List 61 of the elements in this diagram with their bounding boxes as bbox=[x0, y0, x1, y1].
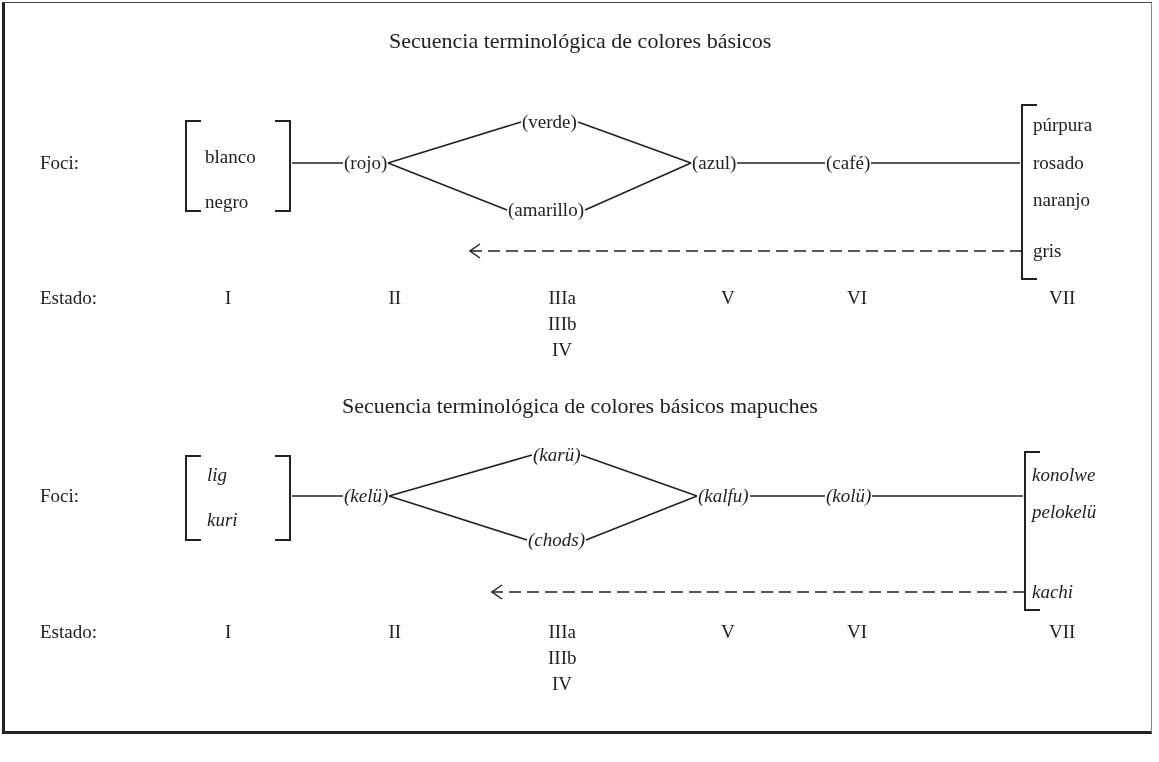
color-term: pelokelü bbox=[1032, 501, 1097, 523]
color-term: (kolü) bbox=[826, 485, 872, 507]
stage-numeral: VI bbox=[847, 287, 868, 309]
connector-line bbox=[585, 495, 698, 541]
color-term: (café) bbox=[826, 152, 871, 174]
connector-line bbox=[577, 121, 692, 164]
stage-numeral: I bbox=[225, 287, 232, 309]
connector-line bbox=[584, 162, 692, 211]
diagram-heading: Secuencia terminológica de colores básicos mapuches bbox=[342, 395, 818, 417]
connector-line bbox=[291, 162, 344, 164]
connector-line bbox=[388, 454, 533, 497]
color-term: lig bbox=[207, 464, 228, 486]
stage-numeral: IIIb bbox=[548, 313, 577, 335]
connector-line bbox=[580, 454, 698, 497]
color-term: gris bbox=[1033, 240, 1062, 262]
connector-line bbox=[388, 495, 528, 541]
color-term: (kalfu) bbox=[698, 485, 749, 507]
connector-line bbox=[871, 495, 1024, 497]
color-term: (amarillo) bbox=[508, 199, 584, 221]
stage-numeral: II bbox=[388, 287, 402, 309]
connector-line bbox=[749, 495, 826, 497]
stage-numeral: VII bbox=[1049, 287, 1076, 309]
stage-numeral: V bbox=[721, 287, 735, 309]
dashed-arrow bbox=[469, 243, 1023, 259]
color-term: púrpura bbox=[1033, 114, 1093, 136]
color-term: kuri bbox=[207, 509, 238, 531]
connector-line bbox=[291, 495, 344, 497]
stage-numeral: I bbox=[225, 621, 232, 643]
color-term: kachi bbox=[1032, 581, 1074, 603]
row-label: Estado: bbox=[40, 287, 97, 309]
stage-numeral: IIIa bbox=[548, 287, 576, 309]
row-label: Estado: bbox=[40, 621, 97, 643]
stage-numeral: IV bbox=[552, 673, 573, 695]
color-term: (karü) bbox=[533, 444, 581, 466]
color-term: rosado bbox=[1033, 152, 1084, 174]
connector-line bbox=[736, 162, 826, 164]
stage-numeral: VI bbox=[847, 621, 868, 643]
color-term: (chods) bbox=[528, 529, 585, 551]
stage-numeral: IIIa bbox=[548, 621, 576, 643]
color-term: konolwe bbox=[1032, 464, 1096, 486]
row-label: Foci: bbox=[40, 152, 80, 174]
stage-numeral: II bbox=[388, 621, 402, 643]
connector-line bbox=[870, 162, 1021, 164]
bracketed-term-list bbox=[185, 120, 291, 212]
color-term: blanco bbox=[205, 146, 256, 168]
color-term: (verde) bbox=[522, 111, 577, 133]
connector-line bbox=[387, 121, 522, 164]
color-term: (kelü) bbox=[344, 485, 389, 507]
color-term: (rojo) bbox=[344, 152, 388, 174]
color-term: naranjo bbox=[1033, 189, 1090, 211]
bracketed-term-list bbox=[185, 455, 291, 541]
dashed-arrow bbox=[491, 584, 1026, 600]
row-label: Foci: bbox=[40, 485, 80, 507]
stage-numeral: VII bbox=[1049, 621, 1076, 643]
color-term: negro bbox=[205, 191, 249, 213]
diagram-heading: Secuencia terminológica de colores básicos bbox=[389, 30, 772, 52]
color-term: (azul) bbox=[692, 152, 737, 174]
stage-numeral: IV bbox=[552, 339, 573, 361]
stage-numeral: V bbox=[721, 621, 735, 643]
stage-numeral: IIIb bbox=[548, 647, 577, 669]
connector-line bbox=[387, 162, 508, 211]
